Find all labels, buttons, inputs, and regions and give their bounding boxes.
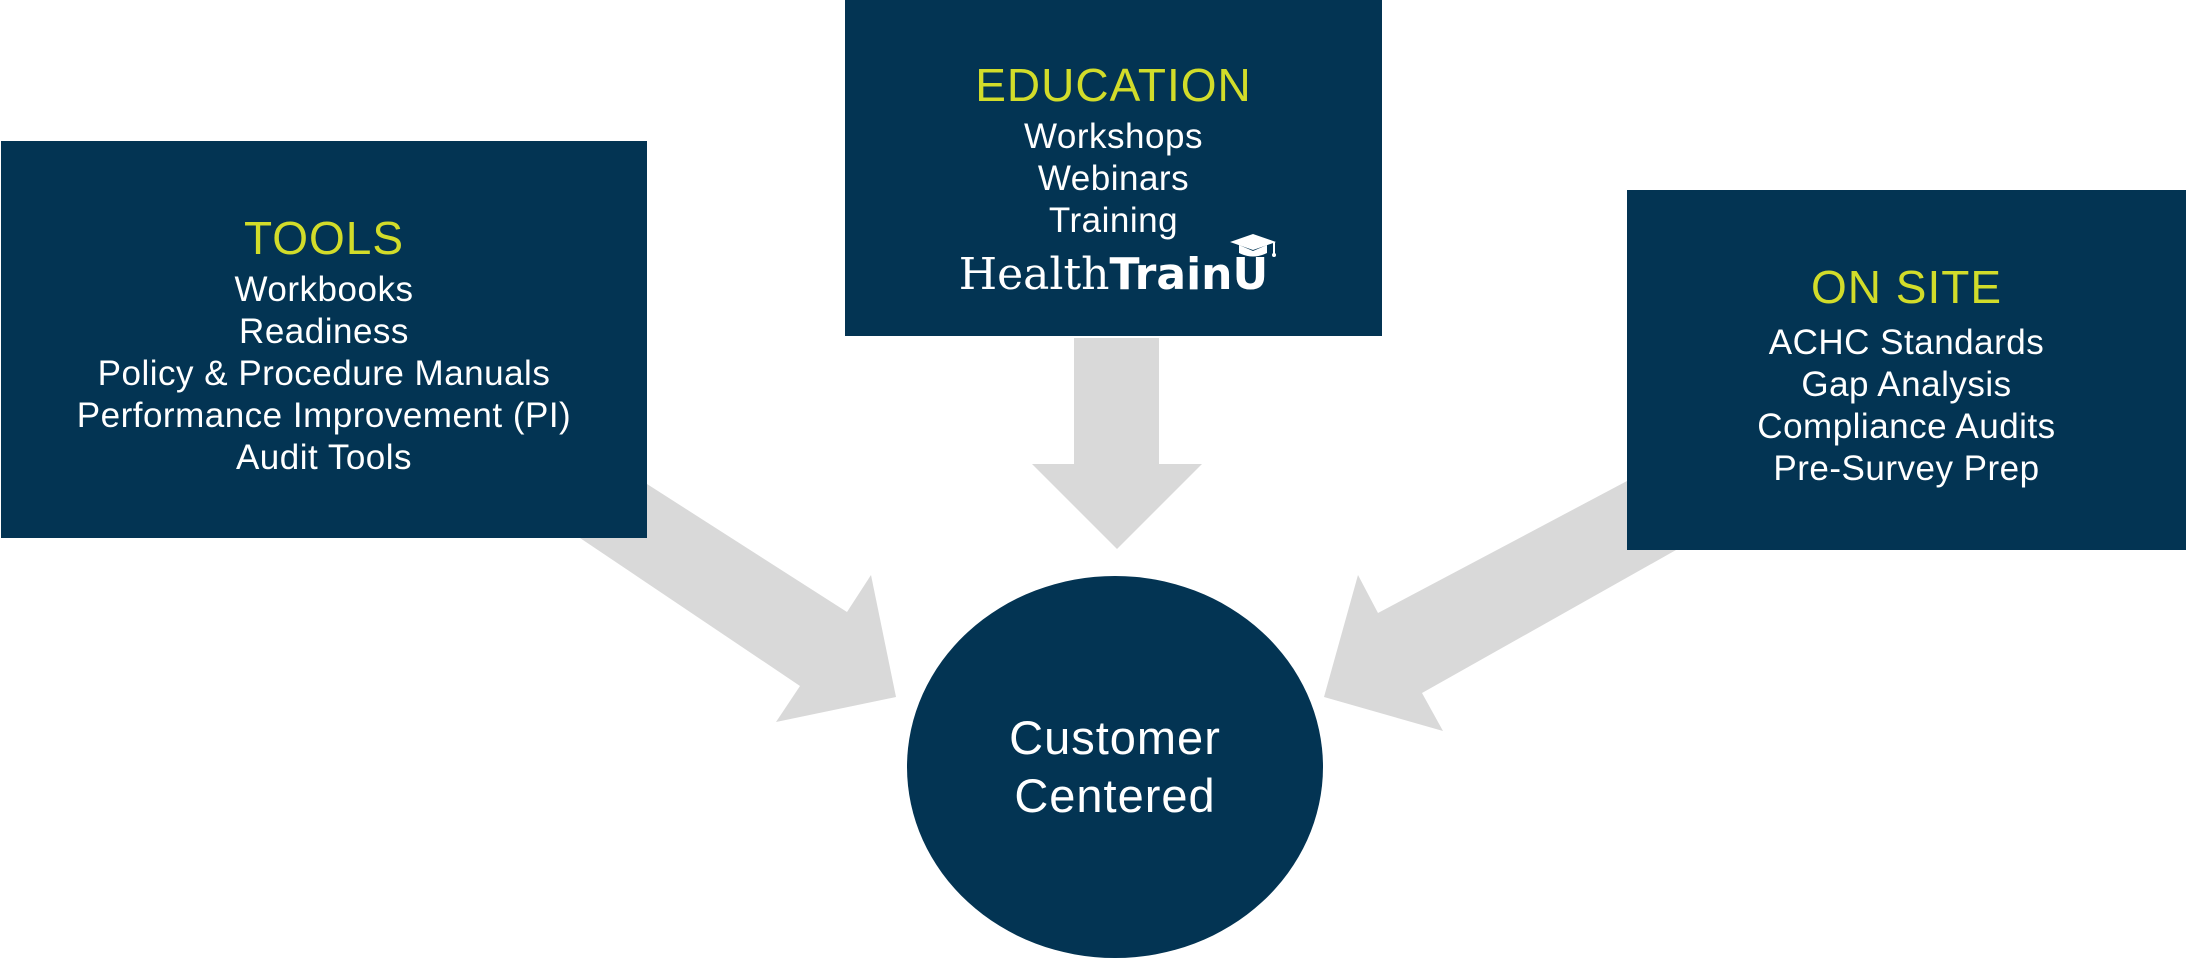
onsite-item: ACHC Standards: [1768, 323, 2045, 362]
tools-arrow: [580, 484, 896, 722]
education-box: EDUCATION Workshops Webinars Training He…: [845, 0, 1382, 336]
onsite-item: Pre-Survey Prep: [1773, 449, 2040, 488]
logo-part-u: U: [1230, 234, 1277, 300]
education-item: Training: [1048, 201, 1179, 240]
onsite-list: ACHC Standards Gap Analysis Compliance A…: [1627, 322, 2186, 490]
onsite-box: ON SITE ACHC Standards Gap Analysis Comp…: [1627, 190, 2186, 550]
onsite-arrow: [1324, 481, 1676, 731]
tools-title: TOOLS: [243, 212, 405, 264]
onsite-title: ON SITE: [1810, 261, 2003, 313]
graduation-cap-icon: [1230, 234, 1277, 257]
logo-part-health: Health: [958, 249, 1110, 300]
education-title: EDUCATION: [975, 59, 1252, 111]
tools-item: Workbooks: [234, 270, 414, 309]
logo-part-u-text: U: [1232, 249, 1269, 300]
tools-item: Readiness: [239, 312, 409, 351]
tools-list: Workbooks Readiness Policy & Procedure M…: [1, 269, 647, 479]
logo-part-train: Train: [1109, 249, 1233, 300]
tools-item: Policy & Procedure Manuals: [97, 354, 551, 393]
tools-box: TOOLS Workbooks Readiness Policy & Proce…: [1, 141, 647, 538]
onsite-item: Gap Analysis: [1801, 365, 2012, 404]
education-arrow: [1032, 338, 1202, 549]
education-item: Webinars: [1037, 159, 1190, 198]
tools-item: Performance Improvement (PI): [76, 396, 572, 435]
customer-centered-circle: Customer Centered: [907, 576, 1323, 958]
onsite-item: Compliance Audits: [1757, 407, 2056, 446]
education-item: Workshops: [1024, 117, 1203, 156]
center-line-1: Customer: [1009, 711, 1221, 764]
center-line-2: Centered: [1014, 769, 1216, 822]
tools-item: Audit Tools: [235, 438, 413, 477]
education-list: Workshops Webinars Training: [845, 116, 1382, 242]
